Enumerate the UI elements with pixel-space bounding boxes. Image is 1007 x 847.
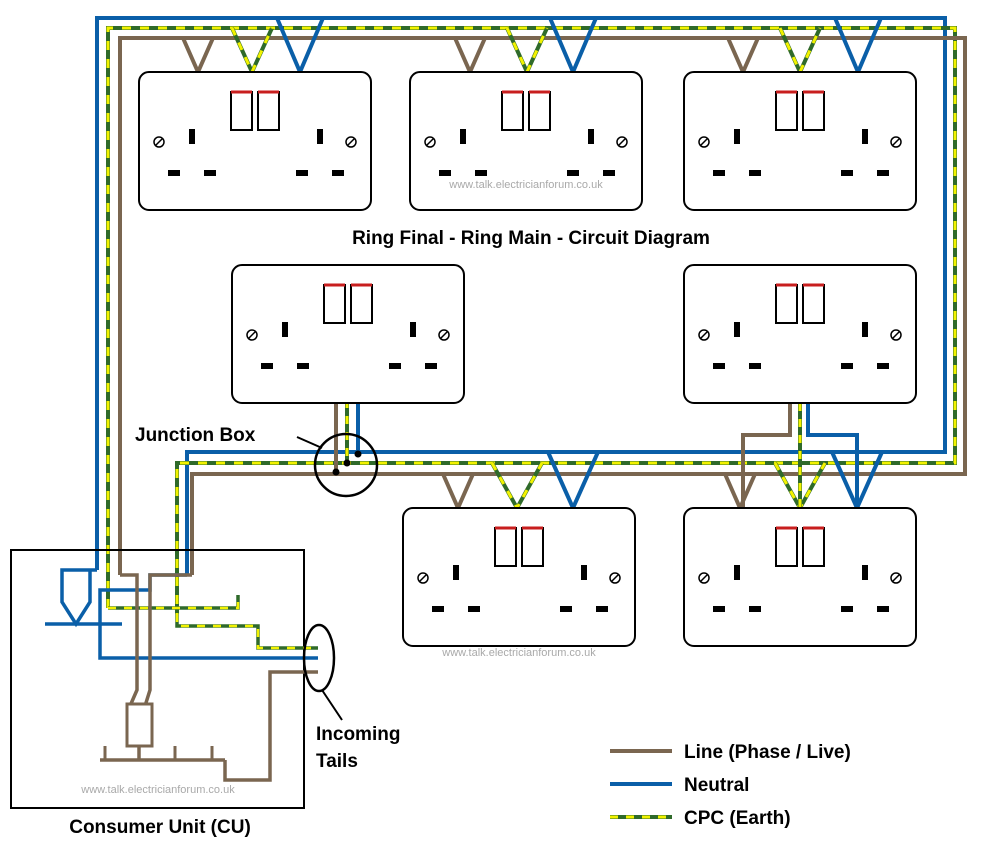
neutral-spur (806, 403, 859, 508)
cpc-drop-green (505, 27, 549, 77)
incoming-tails-label: Incoming (316, 724, 400, 745)
socket-middle-right (682, 263, 918, 405)
line-drop (181, 37, 215, 77)
neutral-wire-upper-ring (95, 16, 947, 575)
legend-neutral-label: Neutral (684, 775, 749, 796)
legend-cpc-label: CPC (Earth) (684, 808, 791, 829)
cpc-drop-yellow (505, 27, 549, 76)
cpc-wire-upper-ring-yellow (106, 26, 957, 614)
socket-bottom-middle (401, 506, 637, 648)
diagram-title: Ring Final - Ring Main - Circuit Diagram (352, 228, 710, 249)
cpc-drop-yellow (230, 27, 274, 76)
line-spur (741, 403, 792, 508)
junction-box-label: Junction Box (135, 425, 256, 446)
consumer-unit-label: Consumer Unit (CU) (69, 817, 251, 838)
junction-box (296, 432, 379, 498)
cpc-drop-yellow (778, 27, 822, 76)
watermark: www.talk.electricianforum.co.uk (80, 784, 235, 796)
consumer-unit (10, 549, 318, 809)
line-drop (441, 473, 475, 513)
line-drop (453, 37, 487, 77)
watermark: www.talk.electricianforum.co.uk (441, 647, 596, 659)
cu-line-wiring (120, 573, 139, 707)
cu-fuse (125, 702, 154, 748)
socket-top-right (682, 70, 918, 212)
line-drop (726, 37, 760, 77)
cpc-drop-yellow (490, 462, 544, 512)
cpc-drop-green (490, 462, 544, 513)
socket-middle-left (230, 263, 466, 405)
cpc-drop-green (230, 27, 274, 77)
neutral-drop (546, 451, 600, 513)
legend-line-label: Line (Phase / Live) (684, 742, 851, 763)
cu-neutral-wiring (60, 568, 97, 628)
line-drop (723, 473, 757, 513)
cu-earth-wiring-green (108, 595, 240, 610)
watermark: www.talk.electricianforum.co.uk (448, 179, 603, 191)
incoming-tails-marker (302, 623, 336, 693)
socket-top-left (137, 70, 373, 212)
line-wire-upper-ring (118, 36, 967, 575)
legend: Line (Phase / Live) Neutral CPC (Earth) (610, 742, 851, 829)
incoming-tails-label: Tails (316, 751, 358, 772)
cpc-drop-green (778, 27, 822, 77)
socket-bottom-right (682, 506, 918, 648)
